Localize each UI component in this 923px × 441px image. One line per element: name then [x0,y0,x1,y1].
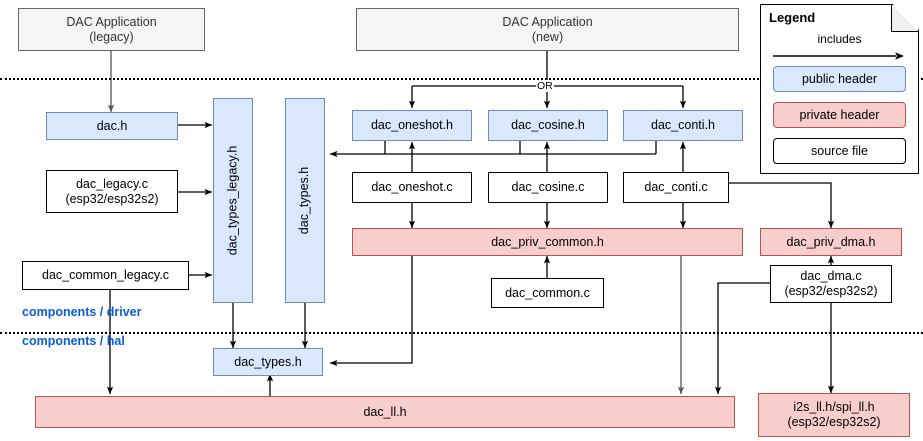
legend-item-source-file: source file [773,138,906,164]
node-dac-priv-common-h[interactable]: dac_priv_common.h [352,228,743,256]
node-dac-ll-h[interactable]: dac_ll.h [35,396,735,428]
zone-label-components-driver: components / driver [22,305,142,319]
node-dac-application-legacy[interactable]: DAC Application (legacy) [18,8,205,51]
node-dac-types-h-upper[interactable]: dac_types.h [285,98,325,303]
node-dac-legacy-c[interactable]: dac_legacy.c (esp32/esp32s2) [46,170,178,213]
node-i2s-ll-spi-ll-h[interactable]: i2s_ll.h/spi_ll.h (esp32/esp32s2) [758,393,910,437]
node-dac-priv-dma-h[interactable]: dac_priv_dma.h [760,228,902,256]
node-dac-types-legacy-h[interactable]: dac_types_legacy.h [213,98,253,303]
node-dac-common-legacy-c[interactable]: dac_common_legacy.c [22,261,189,290]
node-dac-types-legacy-h-label: dac_types_legacy.h [225,145,240,256]
node-dac-common-c[interactable]: dac_common.c [491,278,604,308]
legend-includes-arrow-icon [773,52,904,60]
node-dac-h[interactable]: dac.h [46,112,178,140]
node-dac-oneshot-h[interactable]: dac_oneshot.h [352,110,472,141]
legend-item-public-header: public header [773,66,906,92]
node-dac-oneshot-c[interactable]: dac_oneshot.c [352,172,472,203]
or-label: OR [536,80,554,92]
node-dac-conti-h[interactable]: dac_conti.h [623,110,743,141]
zone-label-components-hal: components / hal [22,334,125,348]
separator-application-driver [0,78,923,80]
legend: Legend includes public header private he… [760,4,919,174]
node-dac-dma-c[interactable]: dac_dma.c (esp32/esp32s2) [770,265,892,303]
node-dac-types-h-hal[interactable]: dac_types.h [213,348,323,376]
node-dac-cosine-c[interactable]: dac_cosine.c [488,172,608,203]
node-dac-types-h-upper-label: dac_types.h [297,166,312,235]
legend-title: Legend [769,10,816,25]
legend-includes-label: includes [817,32,862,46]
node-dac-cosine-h[interactable]: dac_cosine.h [488,110,608,141]
legend-item-private-header: private header [773,102,906,128]
node-dac-application-new[interactable]: DAC Application (new) [356,8,739,51]
separator-driver-hal [0,332,923,334]
node-dac-conti-c[interactable]: dac_conti.c [623,172,729,203]
